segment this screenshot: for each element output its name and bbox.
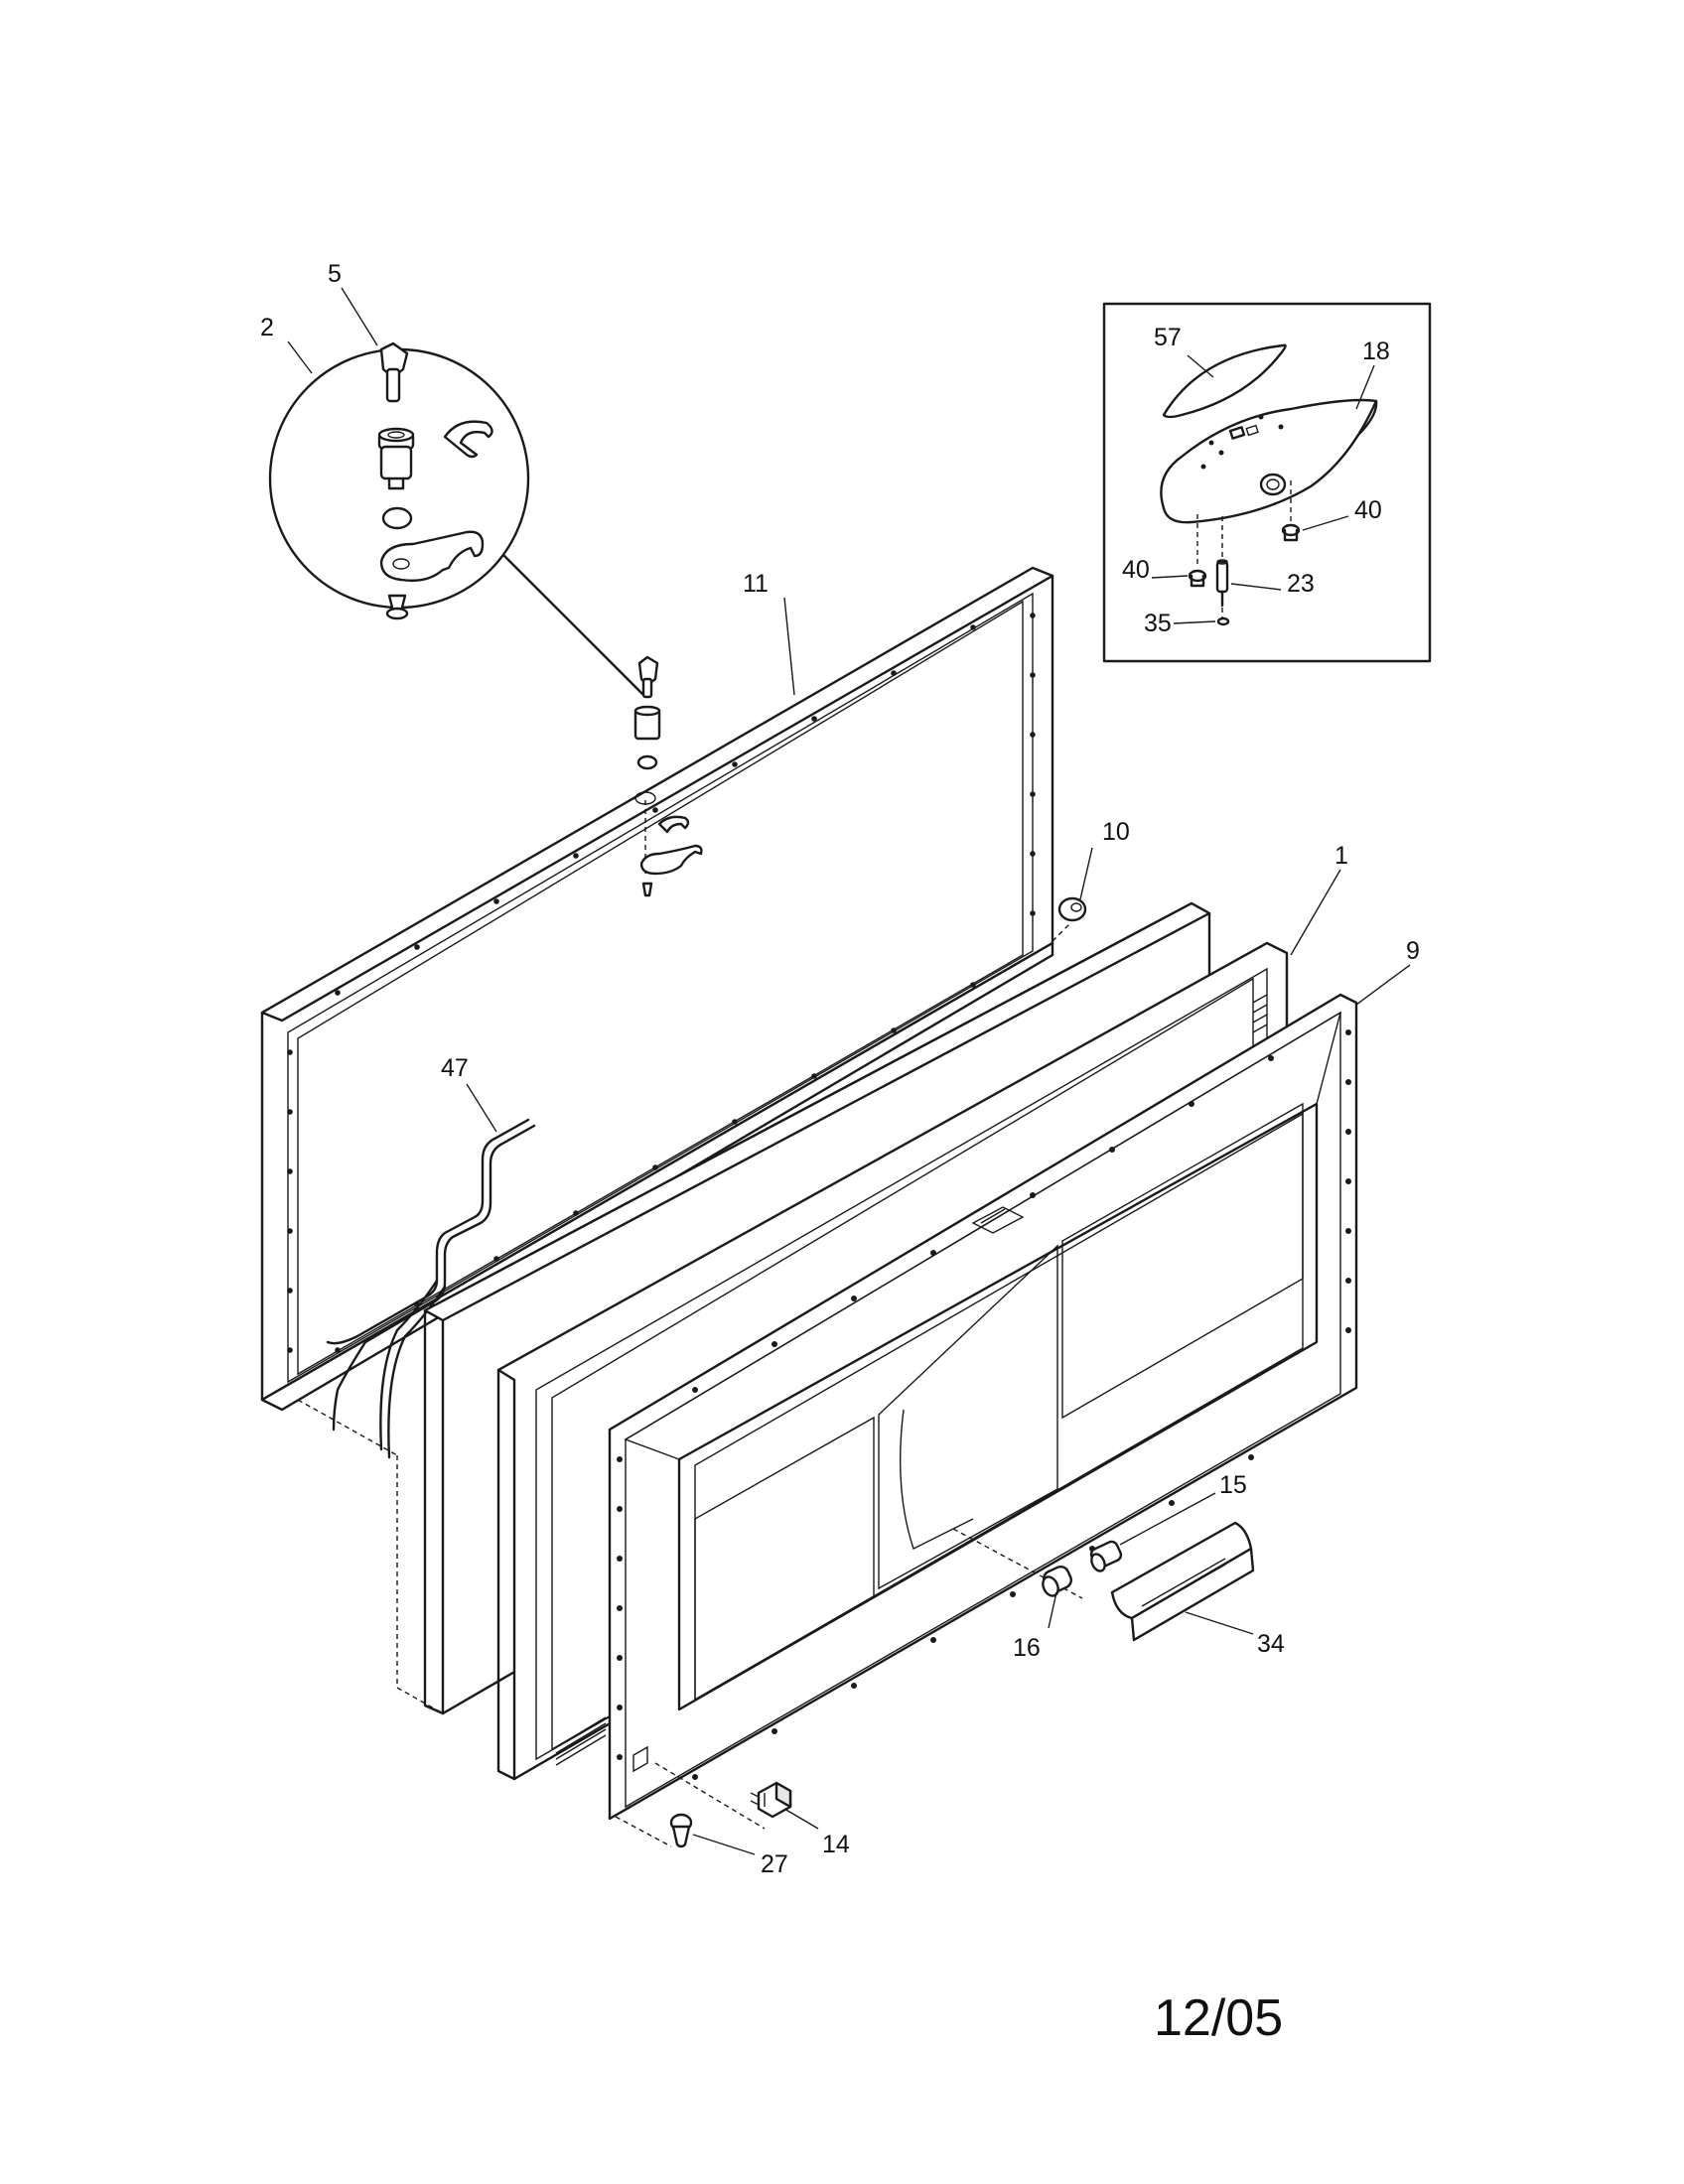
part-16-light-bulb (1042, 1565, 1072, 1597)
callout-18: 18 (1362, 338, 1390, 365)
callout-16: 16 (1013, 1634, 1041, 1662)
callout-11: 11 (743, 570, 769, 598)
callout-40-right: 40 (1354, 496, 1382, 524)
part-27-plug (669, 1813, 693, 1848)
lock-parts-on-panel (633, 655, 703, 897)
callout-34: 34 (1257, 1630, 1285, 1658)
gasket-rib-detail (555, 994, 1268, 1766)
callout-35: 35 (1144, 610, 1172, 637)
callout-27: 27 (761, 1850, 788, 1878)
part-47-heater-wire (326, 1118, 536, 1459)
part-40-screw-a (1188, 569, 1207, 588)
part-9-inner-door-liner (608, 993, 1358, 1821)
part-9-rivets (617, 1029, 1351, 1780)
alignment-lines (297, 800, 1083, 1847)
callout-40-left: 40 (1122, 556, 1150, 584)
callout-23: 23 (1287, 570, 1315, 598)
leader-lines (287, 287, 1411, 1855)
part-14-switch (750, 1781, 792, 1819)
part-2-lock-assembly-inset (268, 341, 645, 697)
part-15-light-socket (1089, 1540, 1123, 1572)
part-34-light-shield (1110, 1521, 1255, 1642)
callout-1: 1 (1334, 842, 1348, 870)
part-10-bumper (1057, 896, 1087, 922)
callout-47: 47 (441, 1054, 469, 1082)
callout-15: 15 (1219, 1471, 1247, 1499)
callout-10: 10 (1102, 818, 1130, 846)
date-code: 12/05 (1154, 1989, 1283, 2047)
part-23-probe (1215, 559, 1229, 608)
part-11-rivets (287, 613, 1036, 1353)
callout-5: 5 (328, 260, 342, 288)
callout-57: 57 (1154, 324, 1182, 351)
callout-14: 14 (822, 1831, 850, 1858)
callout-labels: 5 2 11 10 1 9 47 15 16 34 14 27 57 18 40… (260, 260, 1420, 1878)
callout-2: 2 (260, 314, 274, 341)
part-40-screw-b (1281, 523, 1301, 542)
control-panel-inset (1102, 302, 1432, 663)
callout-9: 9 (1406, 937, 1420, 965)
